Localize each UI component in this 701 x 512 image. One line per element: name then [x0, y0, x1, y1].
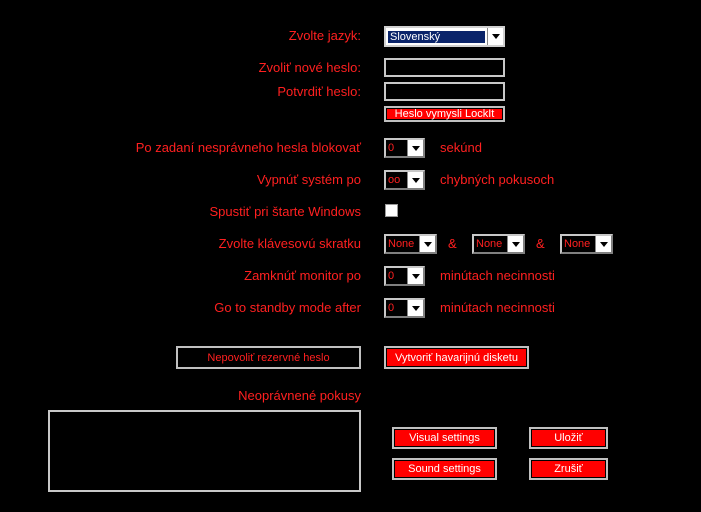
- shutdown-attempts-value: oo: [388, 174, 401, 186]
- shutdown-attempts-select[interactable]: oo: [384, 170, 425, 190]
- standby-minutes-value: 0: [388, 302, 395, 314]
- unauthorized-attempts-label: Neoprávnené pokusy: [238, 388, 361, 403]
- sound-settings-button[interactable]: Sound settings: [392, 458, 497, 480]
- unauthorized-attempts-list[interactable]: [48, 410, 361, 492]
- hotkey-separator-2: &: [536, 236, 545, 251]
- chevron-down-icon[interactable]: [407, 172, 423, 188]
- confirm-password-field[interactable]: [384, 82, 505, 101]
- seconds-unit-label: sekúnd: [440, 140, 482, 155]
- standby-minutes-unit-label: minútach necinnosti: [440, 300, 555, 315]
- password-generator-button[interactable]: Heslo vymysli LockIt: [384, 106, 505, 122]
- standby-minutes-select[interactable]: 0: [384, 298, 425, 318]
- hotkey-select-1[interactable]: None: [384, 234, 437, 254]
- save-button[interactable]: Uložiť: [529, 427, 608, 449]
- standby-label: Go to standby mode after: [214, 300, 361, 315]
- hotkey-2-value: None: [476, 238, 503, 250]
- visual-settings-button[interactable]: Visual settings: [392, 427, 497, 449]
- new-password-field[interactable]: [384, 58, 505, 77]
- start-with-windows-label: Spustiť pri štarte Windows: [209, 204, 361, 219]
- hotkey-3-value: None: [564, 238, 591, 250]
- block-seconds-value: 0: [388, 142, 395, 154]
- chevron-down-icon[interactable]: [507, 236, 523, 252]
- lock-minutes-value: 0: [388, 270, 395, 282]
- lock-monitor-label: Zamknúť monitor po: [244, 268, 361, 283]
- shutdown-after-label: Vypnúť systém po: [256, 172, 361, 187]
- block-after-wrong-label: Po zadaní nesprávneho hesla blokovať: [135, 140, 361, 155]
- hotkey-separator-1: &: [448, 236, 457, 251]
- start-with-windows-checkbox[interactable]: [385, 204, 398, 217]
- new-password-label: Zvoliť nové heslo:: [258, 60, 361, 75]
- hotkey-1-value: None: [388, 238, 415, 250]
- create-rescue-disk-button[interactable]: Vytvoriť havarijnú disketu: [384, 346, 529, 369]
- hotkey-label: Zvolte klávesovú skratku: [218, 236, 361, 251]
- chevron-down-icon[interactable]: [407, 268, 423, 284]
- disable-backup-password-button[interactable]: Nepovoliť rezervné heslo: [176, 346, 361, 369]
- chevron-down-icon[interactable]: [407, 300, 423, 316]
- confirm-password-label: Potvrdiť heslo:: [277, 84, 361, 99]
- lock-minutes-unit-label: minútach necinnosti: [440, 268, 555, 283]
- chevron-down-icon[interactable]: [419, 236, 435, 252]
- language-select-value: Slovenský: [388, 30, 485, 43]
- lock-minutes-select[interactable]: 0: [384, 266, 425, 286]
- chevron-down-icon[interactable]: [595, 236, 611, 252]
- hotkey-select-3[interactable]: None: [560, 234, 613, 254]
- chevron-down-icon[interactable]: [487, 28, 503, 45]
- language-select[interactable]: Slovenský: [384, 26, 505, 47]
- language-label: Zvolte jazyk:: [288, 28, 361, 43]
- failed-attempts-unit-label: chybných pokusoch: [440, 172, 555, 187]
- block-seconds-select[interactable]: 0: [384, 138, 425, 158]
- cancel-button[interactable]: Zrušiť: [529, 458, 608, 480]
- chevron-down-icon[interactable]: [407, 140, 423, 156]
- hotkey-select-2[interactable]: None: [472, 234, 525, 254]
